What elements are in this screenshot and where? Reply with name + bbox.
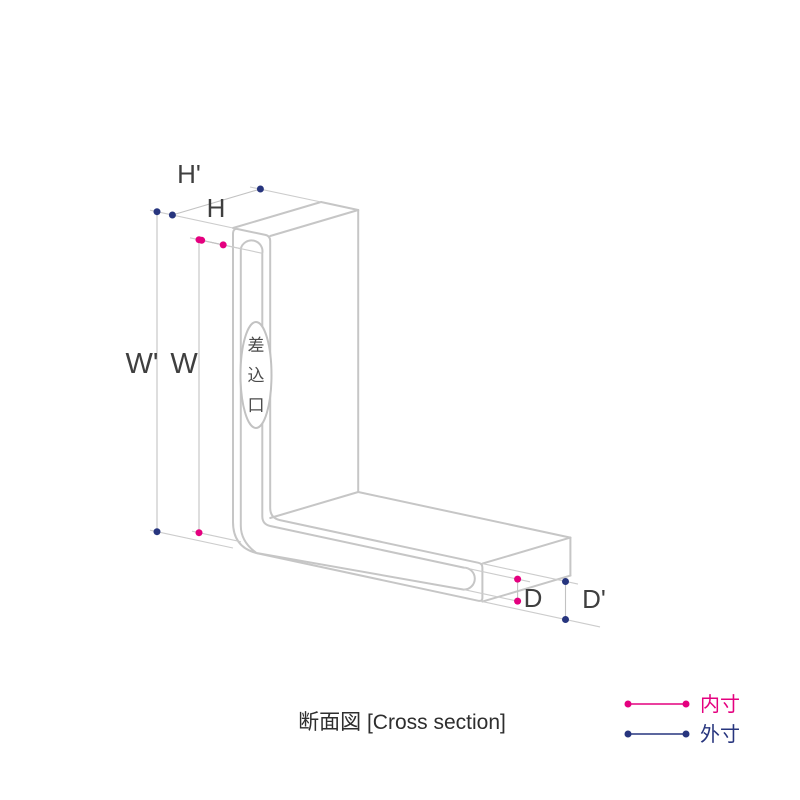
extension-line [482, 563, 579, 585]
extension-line [463, 589, 522, 603]
dim-label-d-outer: D' [582, 584, 606, 614]
dimension-endpoint-dot [195, 236, 203, 244]
dimension-endpoint-dot [153, 208, 161, 216]
dim-label-w-inner: W [170, 348, 198, 380]
extension-line [149, 209, 234, 229]
legend-inner-dot [682, 700, 690, 708]
slot-callout-char-2: 込 [248, 366, 265, 385]
legend-outer-dot [624, 730, 632, 738]
slot-callout-char-1: 差 [248, 336, 265, 355]
dimension-endpoint-dot [168, 211, 176, 219]
dim-d-outer: D' [482, 563, 606, 628]
dim-label-d-inner: D [524, 583, 543, 613]
dimension-endpoint-dot [256, 185, 264, 193]
legend-inner-label: 内寸 [700, 693, 740, 716]
legend-outer-dot [682, 730, 690, 738]
legend-inner-dot [624, 700, 632, 708]
extension-line [149, 529, 234, 549]
dimension-line [172, 188, 261, 216]
dimension-line [201, 239, 224, 246]
dimension-endpoint-dot [514, 575, 522, 583]
top-face-right-depth-edge [269, 209, 360, 237]
end-face-top-depth-edge [481, 536, 572, 565]
dim-label-h-outer: H' [177, 159, 201, 189]
l-profile-shape [232, 201, 572, 603]
dimension-endpoint-dot [562, 578, 569, 585]
legend-item-inner: 内寸 [624, 693, 740, 716]
dimension-endpoint-dot [195, 529, 203, 537]
top-face-left-depth-edge [232, 201, 322, 229]
dim-w-inner: W [170, 236, 241, 543]
dim-label-w-outer: W' [126, 348, 159, 380]
legend: 内寸 外寸 [624, 693, 740, 746]
slot-callout-char-3: 口 [248, 396, 265, 415]
top-face-back-edge [320, 201, 360, 211]
horizontal-limb-top-back-edge [357, 491, 572, 539]
dim-h-outer: H' [149, 159, 322, 229]
slot-callout: 差 込 口 [239, 321, 273, 429]
section-title: 断面図 [Cross section] [298, 711, 506, 734]
legend-outer-label: 外寸 [700, 723, 740, 746]
dimension-endpoint-dot [562, 616, 569, 623]
dimension-endpoint-dot [153, 528, 161, 536]
dimension-endpoint-dot [219, 241, 227, 249]
dim-w-outer: W' [126, 208, 234, 549]
inner-corner-depth-edge [269, 491, 360, 519]
extension-line [482, 601, 601, 628]
depth-edges [232, 201, 572, 603]
dim-label-h-inner: H [207, 193, 226, 223]
dimension-endpoint-dot [514, 597, 522, 605]
slot-callout-oval [239, 321, 273, 429]
legend-item-outer: 外寸 [624, 723, 740, 746]
dim-d-inner: D [463, 567, 543, 613]
